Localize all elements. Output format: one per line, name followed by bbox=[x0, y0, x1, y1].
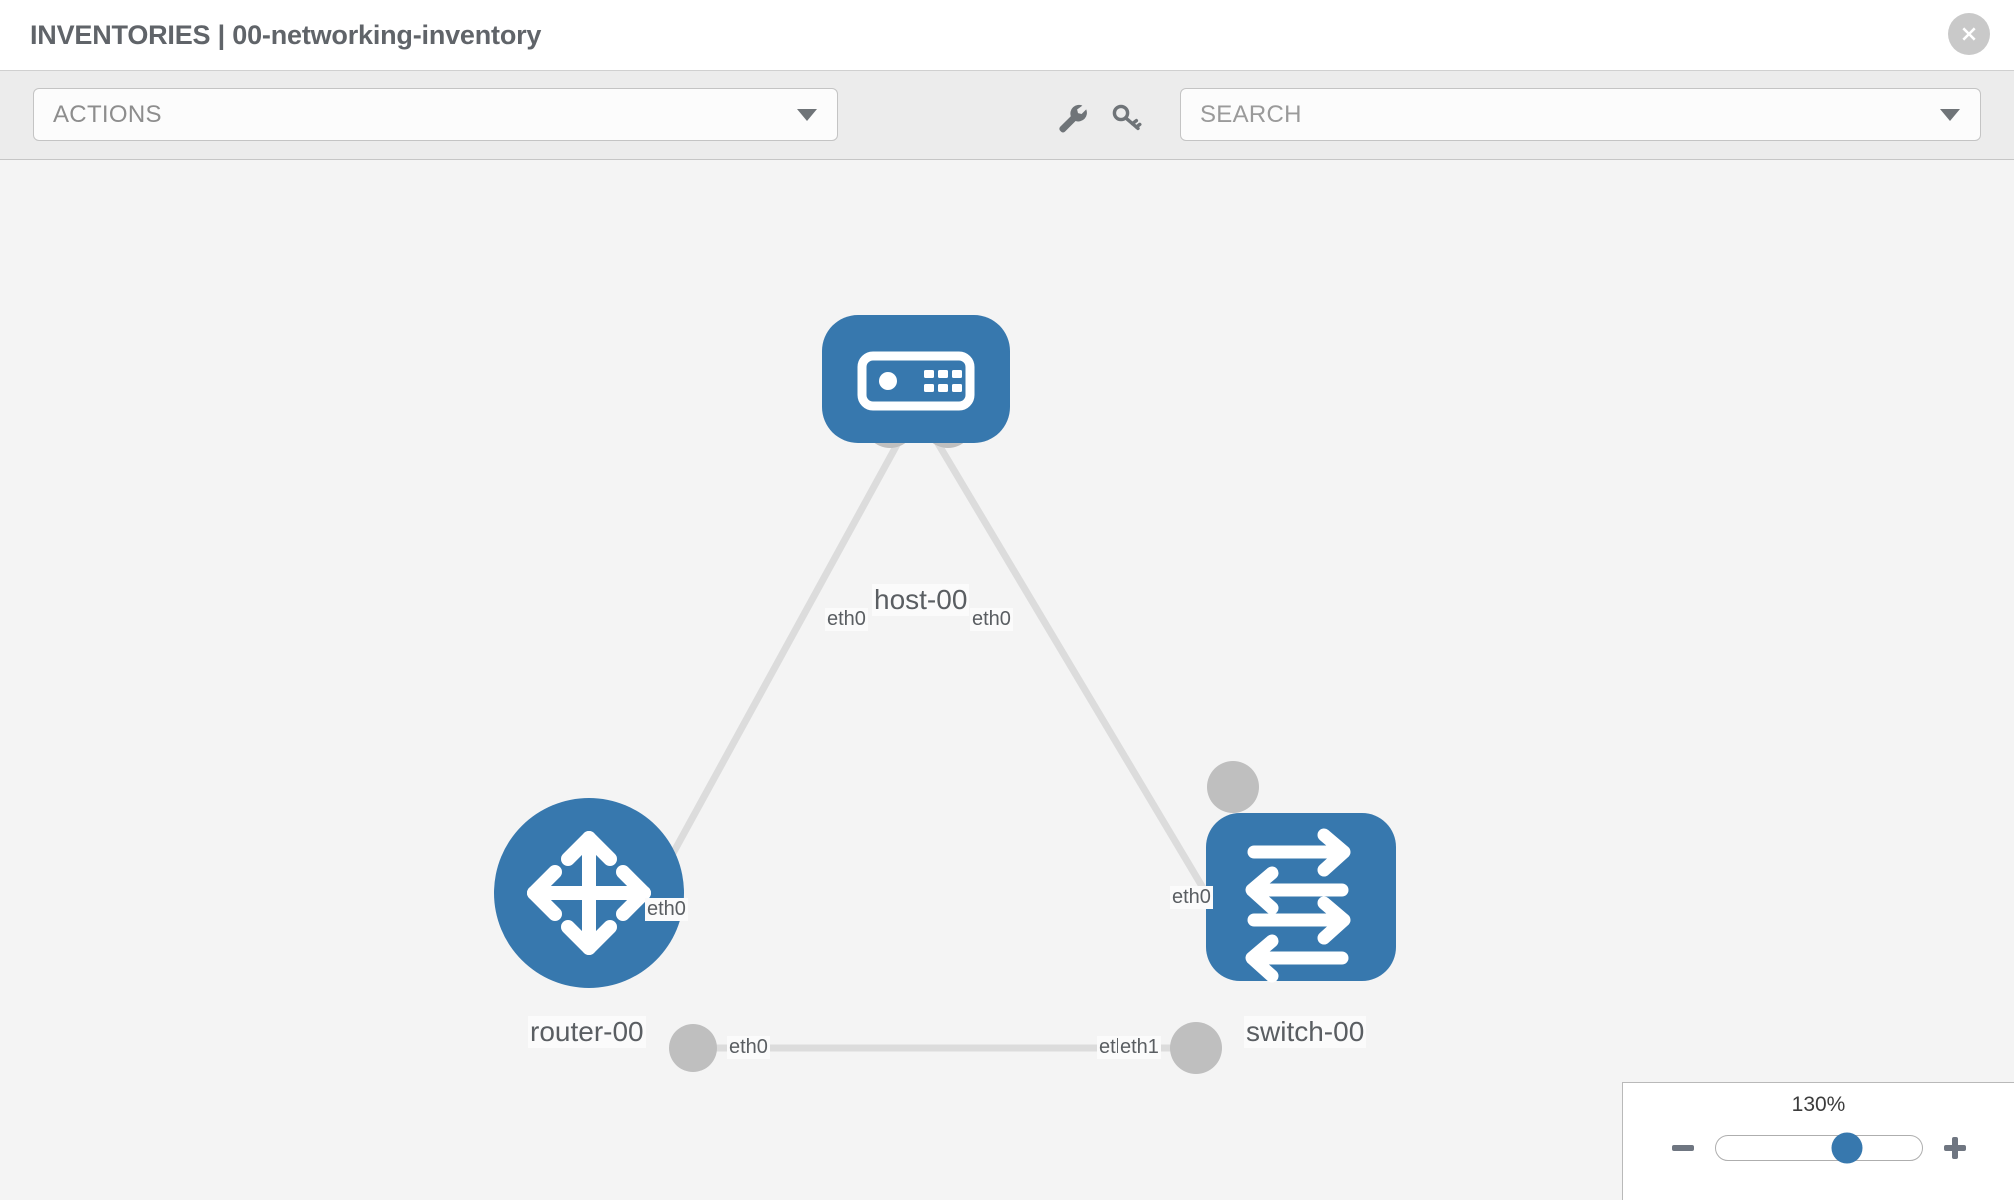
topology-graph bbox=[494, 315, 1396, 1074]
chevron-down-icon[interactable] bbox=[1940, 108, 1960, 121]
minus-icon[interactable] bbox=[1666, 1131, 1700, 1165]
topology-connectors bbox=[669, 396, 1259, 1074]
page-title: INVENTORIES | 00-networking-inventory bbox=[30, 19, 542, 50]
iface-label-host-right: eth0 bbox=[970, 608, 1013, 631]
iface-label-host-left: eth0 bbox=[825, 608, 868, 631]
node-switch-00 bbox=[1206, 813, 1396, 983]
search-input[interactable]: SEARCH bbox=[1180, 88, 1981, 141]
switch-icon bbox=[1245, 828, 1351, 983]
iface-label-router-right: eth0 bbox=[727, 1036, 770, 1059]
wrench-icon[interactable] bbox=[1052, 98, 1090, 136]
node-label-router: router-00 bbox=[528, 1016, 646, 1048]
connector-switch-upper bbox=[1207, 761, 1259, 813]
iface-label-switch-up: eth0 bbox=[1170, 886, 1213, 909]
topology-edges bbox=[616, 428, 1244, 1052]
zoom-slider[interactable] bbox=[1714, 1132, 1923, 1164]
zoom-slider-thumb[interactable] bbox=[1831, 1132, 1863, 1164]
toolbar: ACTIONS SEARCH bbox=[0, 70, 2014, 160]
key-icon[interactable] bbox=[1107, 98, 1145, 136]
topology-canvas[interactable]: host-00 router-00 switch-00 eth0 eth0 et… bbox=[0, 160, 2014, 1200]
iface-label-switch-left-b: eth1 bbox=[1118, 1036, 1161, 1059]
close-icon[interactable] bbox=[1948, 13, 1990, 55]
chevron-down-icon bbox=[797, 108, 817, 121]
connector-router-right bbox=[669, 1024, 717, 1072]
page-header: INVENTORIES | 00-networking-inventory bbox=[0, 0, 2014, 70]
zoom-slider-row bbox=[1623, 1128, 2014, 1168]
actions-dropdown[interactable]: ACTIONS bbox=[33, 88, 838, 141]
edge-host-switch bbox=[926, 428, 1244, 952]
node-host-00 bbox=[822, 315, 1010, 443]
server-icon bbox=[857, 351, 975, 411]
node-label-switch: switch-00 bbox=[1244, 1016, 1367, 1048]
iface-label-router-up: eth0 bbox=[645, 898, 688, 921]
plus-icon[interactable] bbox=[1938, 1131, 1972, 1165]
node-label-host: host-00 bbox=[872, 584, 970, 616]
actions-dropdown-label: ACTIONS bbox=[53, 100, 162, 128]
node-router-00 bbox=[494, 798, 684, 988]
connector-switch-left bbox=[1170, 1022, 1222, 1074]
search-placeholder: SEARCH bbox=[1200, 100, 1302, 128]
zoom-level-value: 130% bbox=[1791, 1093, 1846, 1116]
router-icon bbox=[527, 831, 651, 955]
zoom-control-panel: 130% bbox=[1622, 1082, 2014, 1200]
